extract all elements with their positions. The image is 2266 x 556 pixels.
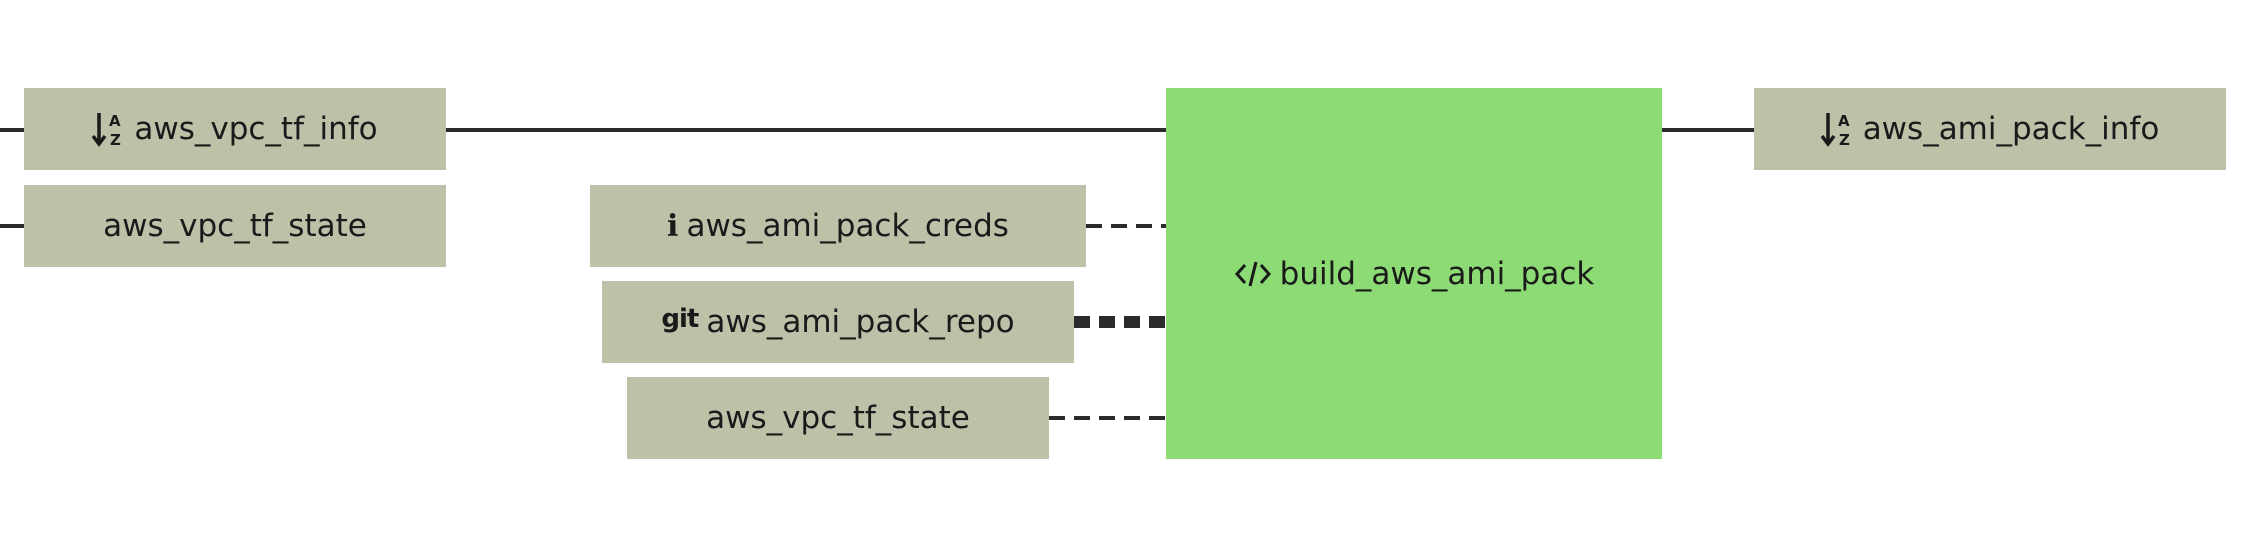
job-label: build_aws_ami_pack bbox=[1279, 255, 1595, 292]
sort-alpha-icon: A Z bbox=[92, 110, 126, 148]
resource-aws-vpc-tf-info[interactable]: A Z aws_vpc_tf_info bbox=[24, 88, 446, 170]
resource-aws-ami-pack-repo[interactable]: git aws_ami_pack_repo bbox=[602, 281, 1074, 363]
svg-text:A: A bbox=[1838, 112, 1850, 130]
svg-text:Z: Z bbox=[110, 131, 121, 148]
resource-label: aws_vpc_tf_state bbox=[103, 208, 367, 244]
resource-label: aws_vpc_tf_info bbox=[134, 111, 378, 147]
resource-label: aws_ami_pack_info bbox=[1862, 111, 2160, 147]
info-icon: i bbox=[667, 208, 679, 244]
resource-label: aws_vpc_tf_state bbox=[706, 400, 970, 436]
resource-label: aws_ami_pack_repo bbox=[706, 304, 1015, 340]
sort-alpha-icon: A Z bbox=[1820, 110, 1855, 148]
job-build-aws-ami-pack[interactable]: build_aws_ami_pack bbox=[1166, 88, 1662, 459]
resource-aws-ami-pack-creds[interactable]: i aws_ami_pack_creds bbox=[590, 185, 1086, 267]
resource-label: aws_ami_pack_creds bbox=[686, 208, 1009, 244]
svg-text:A: A bbox=[109, 112, 121, 130]
code-icon bbox=[1234, 259, 1272, 289]
git-icon: git bbox=[661, 304, 699, 334]
resource-aws-ami-pack-info[interactable]: A Z aws_ami_pack_info bbox=[1754, 88, 2226, 170]
resource-aws-vpc-tf-state-left[interactable]: aws_vpc_tf_state bbox=[24, 185, 446, 267]
svg-text:Z: Z bbox=[1839, 131, 1850, 148]
resource-aws-vpc-tf-state[interactable]: aws_vpc_tf_state bbox=[627, 377, 1049, 459]
